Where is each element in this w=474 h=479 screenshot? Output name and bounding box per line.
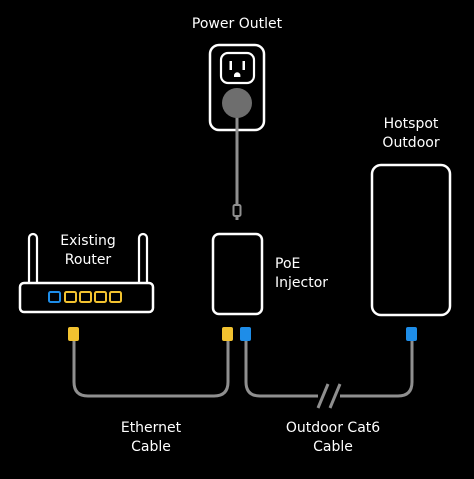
hotspot-label-line-2: Outdoor	[382, 135, 440, 151]
poe-injector-label: PoE Injector	[275, 255, 328, 293]
ethernet-cable-label: Ethernet Cable	[105, 419, 197, 457]
poe-label-line-1: PoE	[275, 256, 301, 272]
router-port-yellow	[79, 291, 92, 303]
connector-blue	[406, 327, 417, 341]
power-outlet-text: Power Outlet	[191, 16, 283, 32]
cable-plug-end	[232, 204, 242, 217]
ethernet-label-line-2: Cable	[131, 439, 171, 455]
hotspot-label-line-1: Hotspot	[383, 116, 439, 132]
router-port-yellow	[109, 291, 122, 303]
connector-blue	[240, 327, 251, 341]
hotspot-outdoor-label: Hotspot Outdoor	[360, 115, 462, 153]
poe-injector-icon	[211, 232, 264, 316]
cable-break-mark	[328, 383, 342, 409]
cat6-label-line-1: Outdoor Cat6	[285, 420, 381, 436]
existing-router-label: Existing Router	[47, 232, 129, 270]
router-label-line-2: Router	[64, 252, 112, 268]
poe-label-line-2: Injector	[275, 275, 329, 291]
router-label-line-1: Existing	[60, 233, 116, 249]
ethernet-cable-line	[72, 340, 230, 398]
power-plug	[222, 88, 252, 118]
ethernet-label-line-1: Ethernet	[120, 420, 182, 436]
hotspot-device-icon	[370, 163, 452, 317]
cat6-label-line-2: Cable	[313, 439, 353, 455]
connector-yellow	[68, 327, 79, 341]
power-outlet-label: Power Outlet	[170, 15, 304, 34]
router-port-blue	[48, 291, 61, 303]
router-port-yellow	[64, 291, 77, 303]
cable-break-mark	[316, 383, 330, 409]
router-icon	[18, 232, 155, 314]
connector-yellow	[222, 327, 233, 341]
outdoor-cat6-cable-label: Outdoor Cat6 Cable	[277, 419, 389, 457]
router-port-yellow	[94, 291, 107, 303]
